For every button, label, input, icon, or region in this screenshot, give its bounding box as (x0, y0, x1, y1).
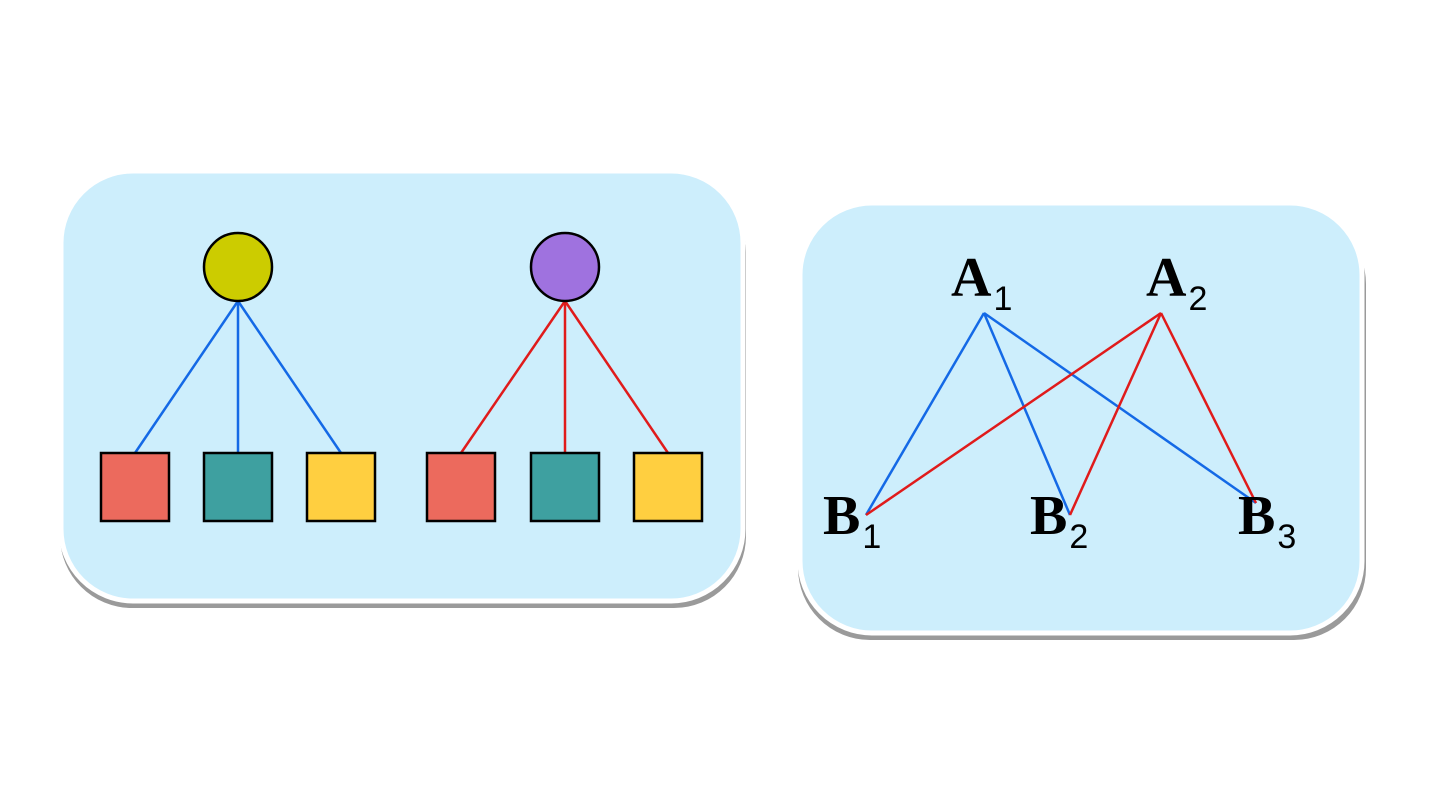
node-label-top-1: A1 (951, 247, 1012, 318)
node-subscript: 1 (993, 280, 1012, 318)
right-panel-background (797, 200, 1365, 636)
edge-a1-b3 (983, 311, 1257, 505)
tree-1-edge-1 (133, 300, 240, 454)
node-subscript: 3 (1277, 518, 1296, 556)
node-label-bottom-1: B1 (823, 485, 881, 556)
edge-a2-b2 (1068, 312, 1163, 516)
tree-1-child-square-2 (202, 451, 274, 523)
tree-2-edge-1 (459, 300, 567, 454)
node-label-top-2: A2 (1146, 247, 1207, 318)
node-letter: B (1030, 485, 1067, 547)
edge-a2-b1 (865, 311, 1162, 517)
node-letter: B (823, 485, 860, 547)
tree-2-child-square-3 (632, 451, 704, 523)
left-panel (58, 168, 746, 608)
node-subscript: 2 (1069, 518, 1088, 556)
tree-2-child-square-2 (529, 451, 601, 523)
node-letter: B (1238, 485, 1275, 547)
tree-1-root-circle (202, 231, 274, 303)
node-letter: A (1146, 247, 1187, 309)
tree-1-child-square-3 (305, 451, 377, 523)
edge-a1-b1 (864, 312, 986, 516)
tree-2-child-square-1 (425, 451, 497, 523)
node-subscript: 1 (862, 518, 881, 556)
tree-2-edge-3 (563, 300, 670, 454)
bipartite-edges (864, 311, 1258, 517)
node-label-bottom-3: B3 (1238, 485, 1296, 556)
tree-2-root-circle (529, 231, 601, 303)
node-letter: A (951, 247, 992, 309)
node-label-bottom-2: B2 (1030, 485, 1088, 556)
edge-a1-b2 (982, 312, 1072, 516)
left-panel-background (58, 168, 746, 604)
left-tree-nodes (99, 231, 704, 523)
tree-1-edge-3 (236, 300, 343, 454)
tree-1-child-square-1 (99, 451, 171, 523)
node-subscript: 2 (1188, 280, 1207, 318)
left-tree-edges (133, 300, 670, 454)
edge-a2-b3 (1159, 312, 1258, 504)
